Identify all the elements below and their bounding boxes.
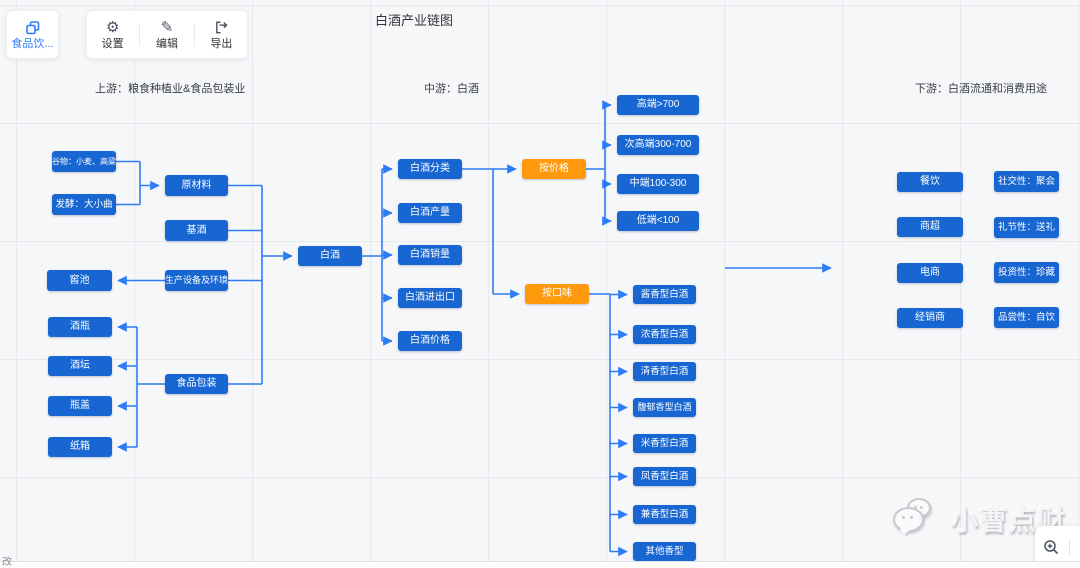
bottom-strip xyxy=(0,562,1080,568)
node-price-tier[interactable]: 次高端300-700 xyxy=(617,135,699,155)
node-equipment[interactable]: 生产设备及环境 xyxy=(165,270,228,291)
settings-label: 设置 xyxy=(101,37,124,50)
node-use[interactable]: 品尝性：自饮 xyxy=(994,307,1059,328)
node-by-price[interactable]: 按价格 xyxy=(522,159,586,179)
node-import-export[interactable]: 白酒进出口 xyxy=(398,288,462,308)
node-price-tier[interactable]: 高端>700 xyxy=(617,95,699,115)
toolbar-divider xyxy=(139,23,141,46)
project-label: 食品饮... xyxy=(11,37,54,50)
node-flavor[interactable]: 馥郁香型白酒 xyxy=(633,398,696,417)
node-classify[interactable]: 白酒分类 xyxy=(398,159,462,179)
clipped-text: 改 xyxy=(2,557,12,568)
section-upstream: 上游：粮食种植业&食品包装业 xyxy=(95,83,246,95)
controls-divider xyxy=(1069,539,1070,555)
node-jar[interactable]: 酒坛 xyxy=(48,356,112,376)
edit-label: 编辑 xyxy=(156,37,178,50)
node-flavor[interactable]: 米香型白酒 xyxy=(633,434,696,453)
node-baijiu[interactable]: 白酒 xyxy=(298,246,362,266)
project-button[interactable]: 食品饮... xyxy=(7,20,58,50)
node-use[interactable]: 投资性：珍藏 xyxy=(994,262,1059,283)
project-card[interactable]: 食品饮... xyxy=(6,10,59,59)
section-downstream: 下游：白酒流通和消费用途 xyxy=(915,83,1047,95)
node-sales[interactable]: 白酒销量 xyxy=(398,245,462,265)
node-production[interactable]: 白酒产量 xyxy=(398,203,462,223)
node-flavor[interactable]: 其他香型 xyxy=(633,542,696,561)
edit-button[interactable]: ✎ 编辑 xyxy=(141,20,192,50)
node-cap[interactable]: 瓶盖 xyxy=(48,396,112,416)
node-price-tier[interactable]: 中端100-300 xyxy=(617,174,699,194)
pencil-icon: ✎ xyxy=(160,18,174,36)
node-flavor[interactable]: 兼香型白酒 xyxy=(633,505,696,524)
export-icon xyxy=(214,20,229,36)
copy-icon xyxy=(25,20,41,36)
node-packaging[interactable]: 食品包装 xyxy=(165,374,228,394)
zoom-in-button[interactable] xyxy=(1043,539,1060,556)
node-channel[interactable]: 商超 xyxy=(897,217,963,237)
node-flavor[interactable]: 酱香型白酒 xyxy=(633,285,696,304)
node-carton[interactable]: 纸箱 xyxy=(48,437,112,457)
node-flavor[interactable]: 浓香型白酒 xyxy=(633,325,696,344)
export-label: 导出 xyxy=(210,37,233,50)
node-by-taste[interactable]: 按口味 xyxy=(525,284,589,304)
node-use[interactable]: 礼节性：送礼 xyxy=(994,217,1059,238)
node-ferment[interactable]: 发酵：大小曲 xyxy=(52,194,116,215)
node-base-liquor[interactable]: 基酒 xyxy=(165,220,228,241)
node-price-tier[interactable]: 低端<100 xyxy=(617,211,699,231)
toolbar: ⚙ 设置 ✎ 编辑 导出 xyxy=(86,10,248,59)
node-bottle[interactable]: 酒瓶 xyxy=(48,317,112,337)
wechat-logo-icon xyxy=(893,498,945,538)
section-midstream: 中游：白酒 xyxy=(424,83,479,95)
node-flavor[interactable]: 凤香型白酒 xyxy=(633,467,696,486)
export-button[interactable]: 导出 xyxy=(196,20,247,50)
node-channel[interactable]: 电商 xyxy=(897,263,963,283)
settings-button[interactable]: ⚙ 设置 xyxy=(87,20,138,50)
toolbar-divider xyxy=(193,23,195,46)
magnifier-plus-icon xyxy=(1044,539,1059,554)
page-title: 白酒产业链图 xyxy=(375,13,454,28)
node-channel[interactable]: 经销商 xyxy=(897,308,963,328)
gear-icon: ⚙ xyxy=(105,18,120,36)
node-grain[interactable]: 谷物：小麦、高粱 xyxy=(52,151,116,172)
node-price[interactable]: 白酒价格 xyxy=(398,331,462,351)
node-flavor[interactable]: 清香型白酒 xyxy=(633,362,696,381)
node-channel[interactable]: 餐饮 xyxy=(897,172,963,192)
node-pit[interactable]: 窖池 xyxy=(47,270,112,291)
node-raw-material[interactable]: 原材料 xyxy=(165,175,228,196)
node-use[interactable]: 社交性：聚会 xyxy=(994,171,1059,192)
bottom-border xyxy=(0,561,1080,562)
